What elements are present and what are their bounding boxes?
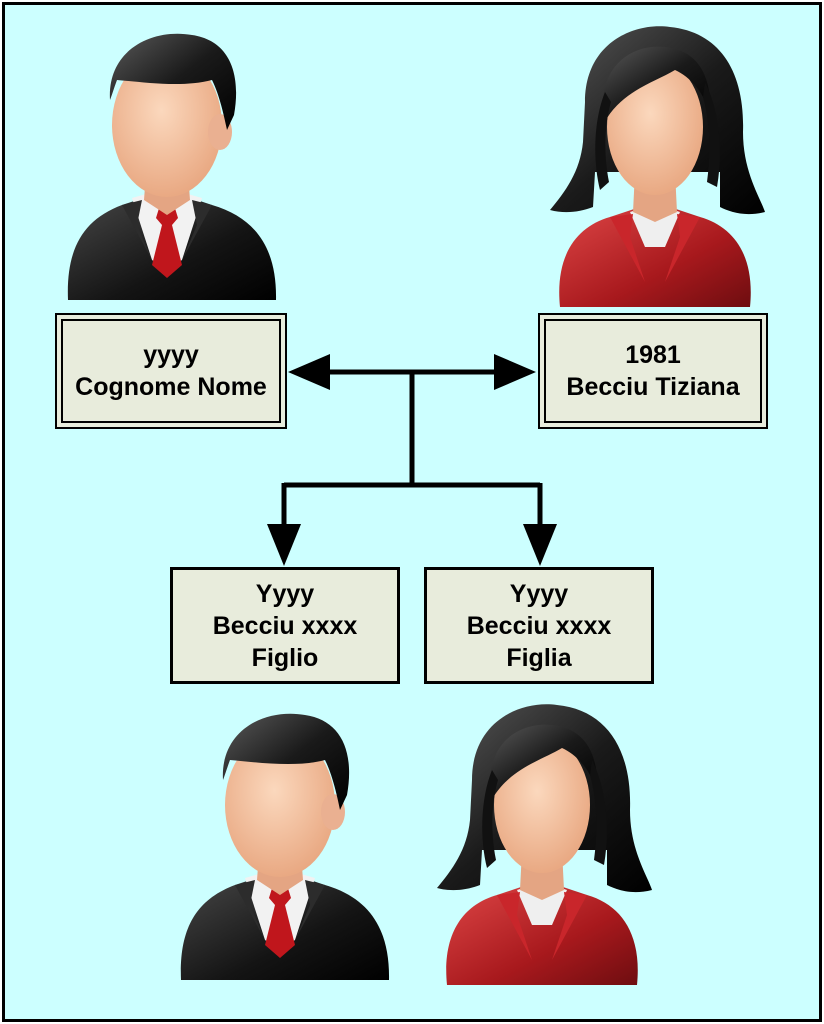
arrowhead-mother	[494, 354, 536, 390]
son-year: Yyyy	[255, 579, 315, 608]
arrowhead-father	[288, 354, 330, 390]
father-year: yyyy	[143, 341, 199, 369]
person-box-son: Yyyy Becciu xxxx Figlio	[170, 567, 400, 684]
person-box-daughter: Yyyy Becciu xxxx Figlia	[424, 567, 654, 684]
mother-name: Becciu Tiziana	[566, 373, 740, 401]
daughter-year: Yyyy	[509, 579, 569, 608]
son-role: Figlio	[251, 643, 319, 672]
man-avatar-icon	[180, 713, 390, 980]
arrowhead-daughter	[523, 524, 557, 566]
arrowhead-son	[267, 524, 301, 566]
man-avatar-icon	[67, 33, 277, 301]
son-name: Becciu xxxx	[212, 611, 358, 640]
father-name: Cognome Nome	[75, 373, 267, 401]
woman-avatar-icon	[437, 704, 652, 985]
woman-avatar-icon	[550, 26, 765, 308]
daughter-name: Becciu xxxx	[466, 611, 612, 640]
person-box-father: yyyy Cognome Nome	[55, 313, 287, 429]
mother-year: 1981	[625, 341, 681, 369]
daughter-role: Figlia	[506, 643, 572, 672]
person-box-mother: 1981 Becciu Tiziana	[538, 313, 768, 429]
